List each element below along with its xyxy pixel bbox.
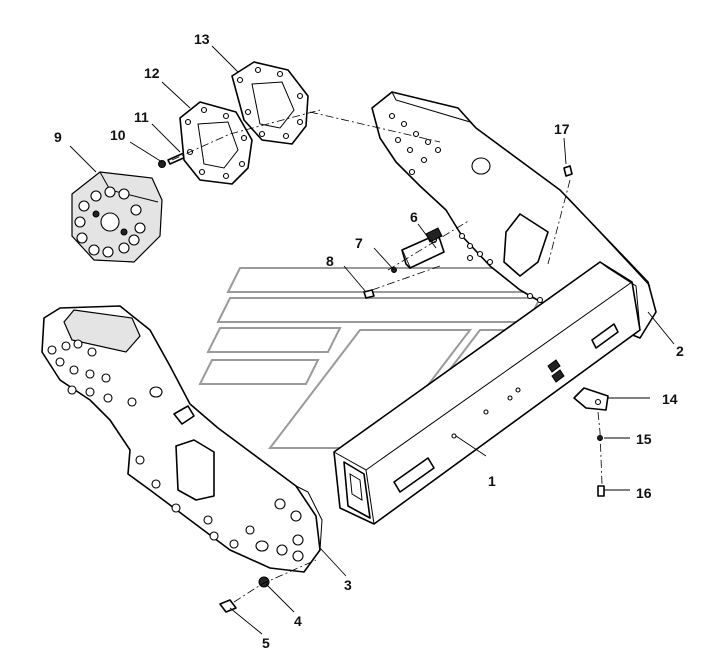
nut-10 (158, 160, 166, 168)
callout-4: 4 (294, 613, 302, 629)
callout-8: 8 (326, 253, 334, 269)
manifold-block (71, 171, 163, 263)
callout-5: 5 (262, 635, 270, 651)
callout-3: 3 (344, 577, 352, 593)
clip-14 (573, 387, 609, 497)
callout-11: 11 (134, 109, 149, 125)
callout-16: 16 (636, 485, 652, 501)
callout-9: 9 (54, 129, 62, 145)
crossmember-tube (333, 261, 641, 525)
bolt-8 (363, 289, 375, 299)
gasket-12 (179, 101, 253, 185)
gasket-13 (231, 61, 309, 145)
bolt-17 (563, 165, 573, 177)
bracket-6 (401, 227, 445, 269)
callout-17: 17 (554, 121, 570, 137)
callout-13: 13 (194, 31, 210, 47)
callout-14: 14 (662, 391, 678, 407)
leader-lines (69, 45, 675, 635)
callout-12: 12 (144, 65, 160, 81)
bolt-5 (219, 599, 237, 613)
callout-2: 2 (676, 343, 684, 359)
assembly-axes (171, 109, 603, 603)
callout-15: 15 (636, 431, 652, 447)
callout-labels: 1 2 3 4 5 6 7 8 9 10 11 12 13 14 15 16 1… (54, 31, 684, 651)
callout-7: 7 (355, 235, 363, 251)
callout-1: 1 (488, 473, 496, 489)
callout-6: 6 (410, 209, 418, 225)
callout-10: 10 (110, 127, 126, 143)
hardware-4-5 (219, 576, 270, 613)
bolt-16 (597, 485, 605, 497)
left-side-plate (41, 305, 323, 573)
